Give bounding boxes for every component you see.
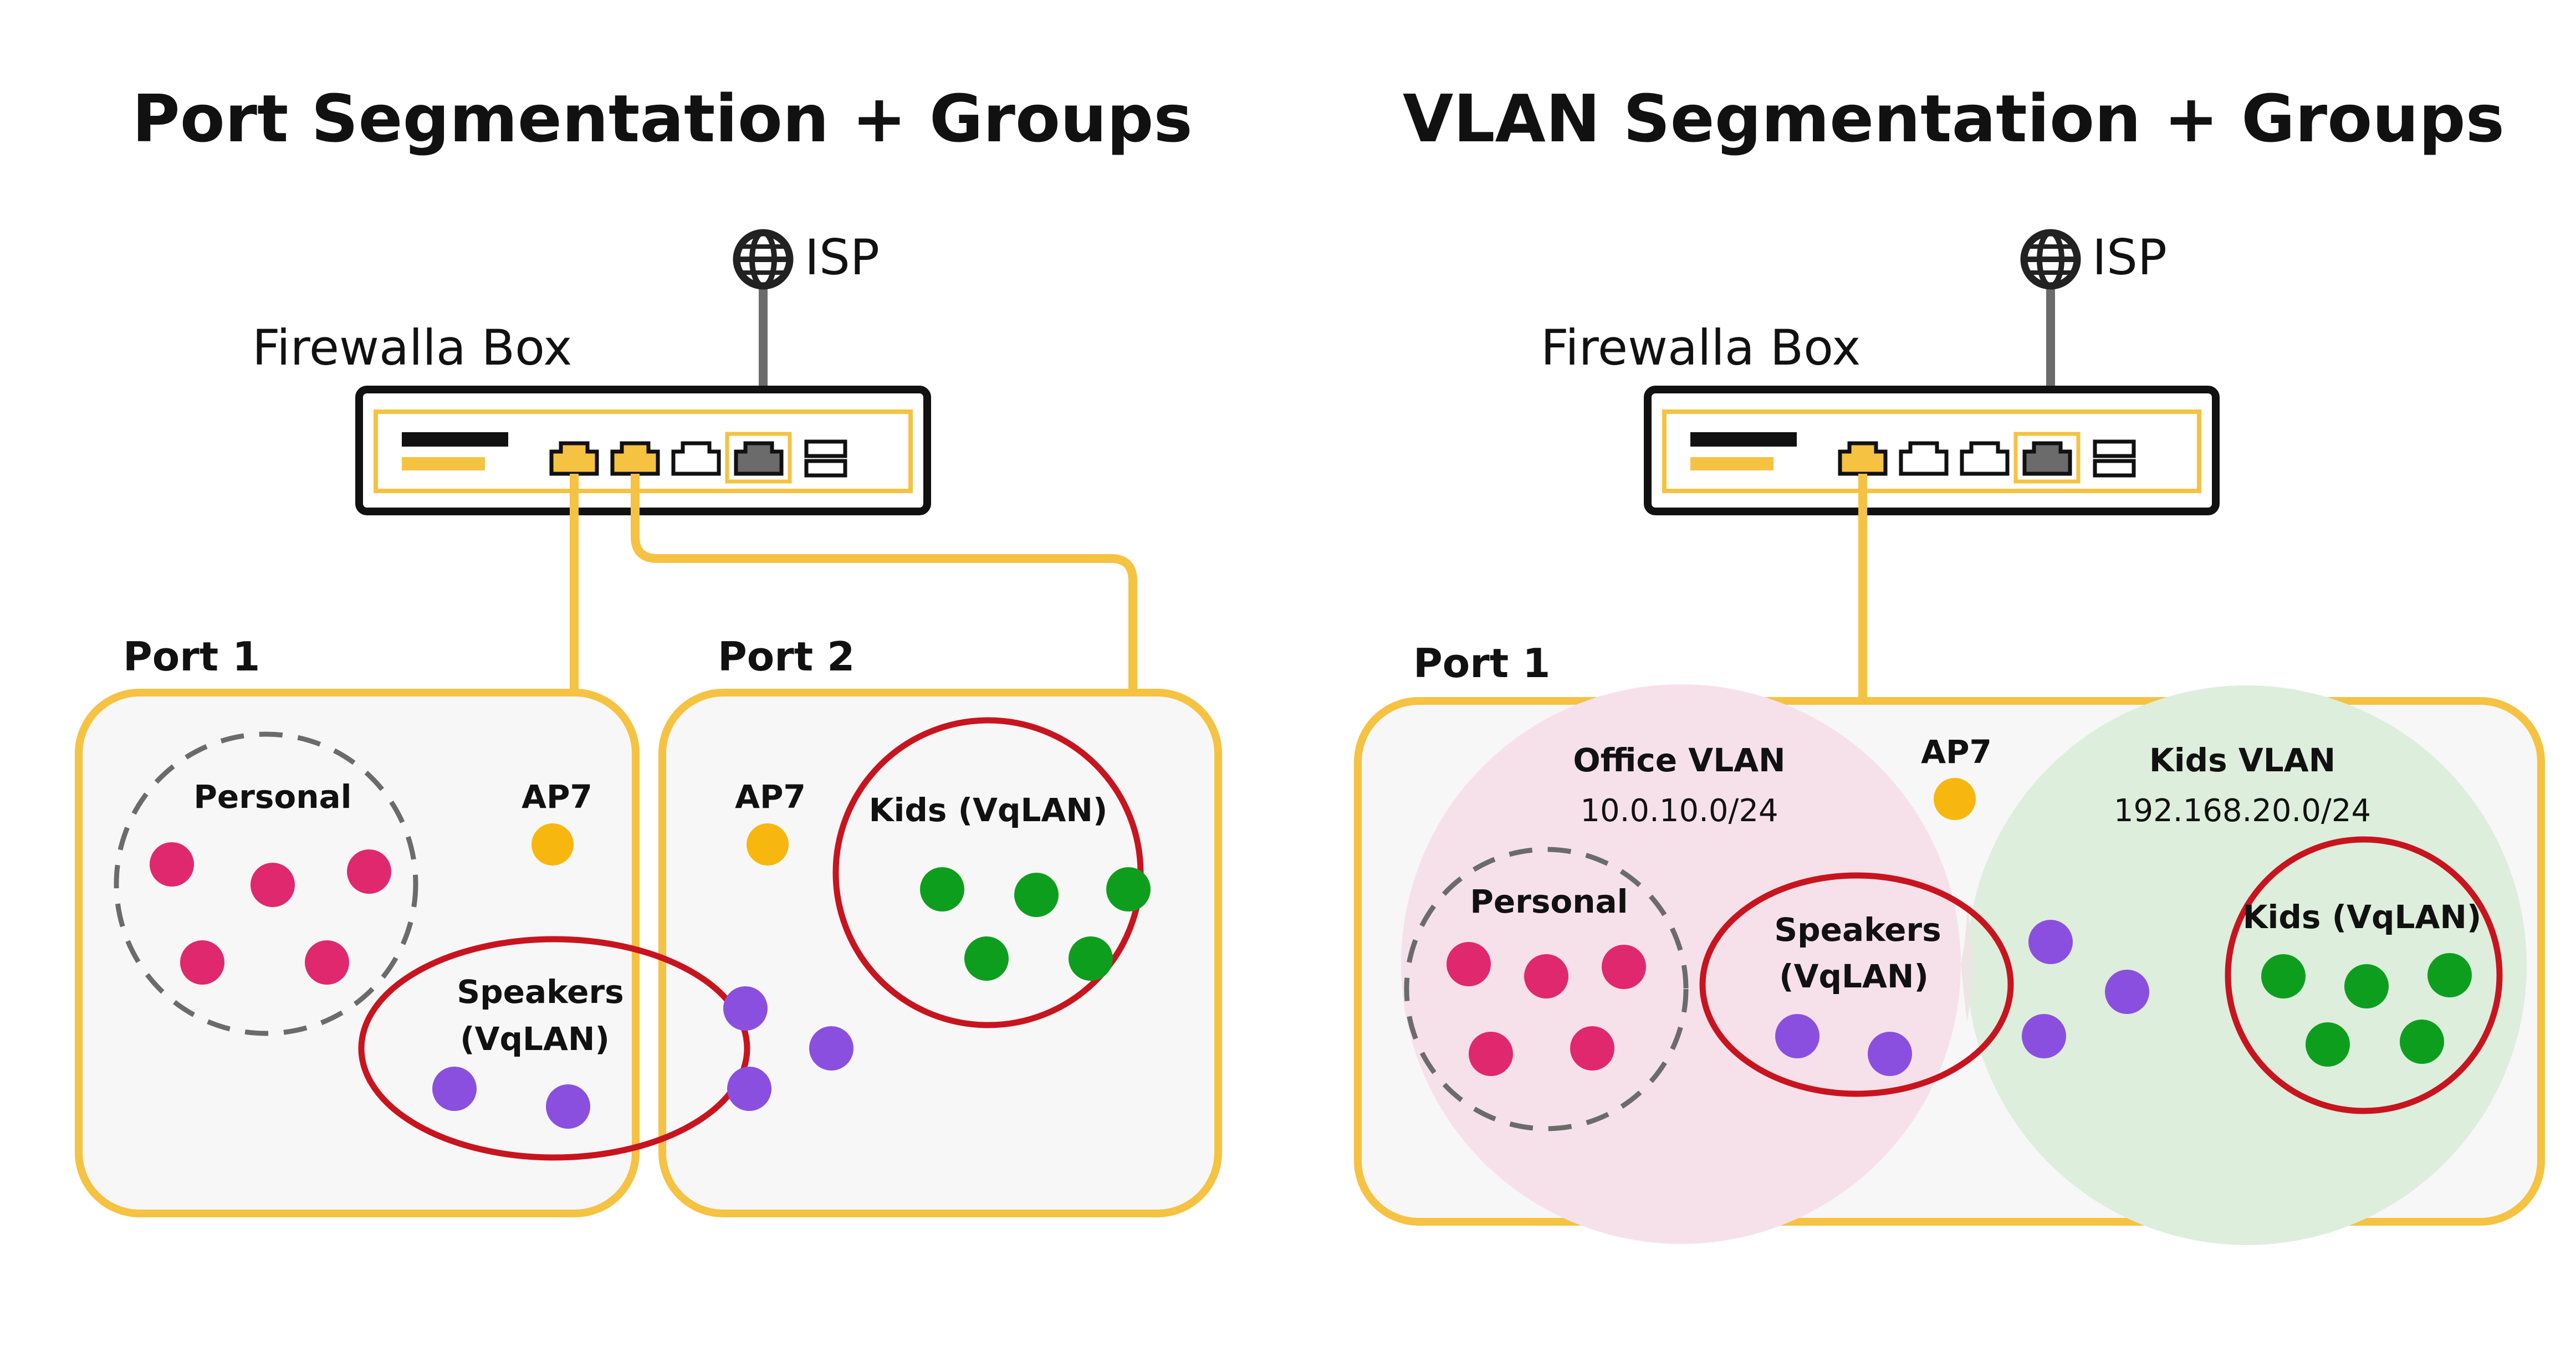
device-dot [1014,873,1059,917]
port2-label: Port 2 [718,633,855,680]
device-dot [1570,1026,1614,1071]
device-dot [2022,1014,2066,1058]
device-dot [1106,867,1151,911]
device-dot [305,940,349,985]
speakers-group [1699,872,2014,1097]
right-title: VLAN Segmentation + Groups [1403,80,2505,157]
firewalla-box [355,386,931,515]
ethernet-port-icon [1838,441,1888,476]
isp-label: ISP [2092,229,2167,286]
device-dot [2427,953,2472,997]
port1-label: Port 1 [123,633,260,680]
firewalla-box [1644,386,2220,515]
device-dot [727,1067,771,1111]
vlan-overlap [1961,908,1973,1022]
firewalla-box-label: Firewalla Box [252,319,572,376]
device-dot [2306,1022,2350,1067]
device-dot [1469,1032,1513,1076]
personal-group [114,731,418,1036]
ap7-label: AP7 [1921,733,1992,771]
device-dot [1602,945,1646,989]
device-dot [2105,970,2149,1014]
speakers-label-sub: (VqLAN) [1779,957,1929,995]
ap-dot [531,823,574,865]
device-dot [2261,954,2306,998]
globe-icon [2020,229,2081,290]
right-diagram: ISP Firewalla Box Port 1 Office V [1354,229,2545,1245]
ap-dot [1934,778,1976,820]
port2-panel [658,689,1222,1217]
kids-vlan-zone [1967,685,2527,1245]
office-vlan-label: Office VLAN [1573,741,1785,779]
device-dot [1069,936,1113,981]
device-dot [1868,1032,1912,1076]
device-dot [251,863,295,907]
personal-label: Personal [193,778,351,816]
ethernet-port-icon [549,441,599,476]
sfp-port-icon [804,439,847,478]
device-dot [180,940,224,985]
left-diagram: ISP Firewalla Box Port 1 Port 2 [75,229,1222,1217]
port1-label: Port 1 [1413,640,1550,687]
device-dot [920,867,964,911]
kids-group [2225,836,2503,1114]
ethernet-port-icon [671,441,721,476]
ap7-label: AP7 [735,778,806,816]
speakers-label: Speakers [457,973,623,1011]
ethernet-port-icon [2022,441,2072,476]
device-dot [1524,954,1568,998]
sfp-port-icon [2093,439,2136,478]
device-dot [2400,1020,2444,1064]
kids-vlan-label: Kids VLAN [2149,741,2335,779]
ethernet-port-icon [734,441,784,476]
kids-label: Kids (VqLAN) [2243,898,2482,936]
office-vlan-subnet: 10.0.10.0/24 [1580,793,1778,829]
status-bar-black [402,432,508,447]
isp-label: ISP [805,229,880,286]
device-dot [964,936,1009,981]
device-dot [2028,920,2073,964]
speakers-label: Speakers [1774,911,1941,949]
personal-label: Personal [1470,883,1628,920]
speakers-label-sub: (VqLAN) [460,1020,610,1058]
device-dot [432,1067,477,1111]
left-title: Port Segmentation + Groups [132,80,1193,157]
globe-icon [733,229,794,290]
ap7-label: AP7 [522,778,592,816]
device-dot [347,849,391,894]
device-dot [723,986,768,1031]
ethernet-port-icon [1899,441,1949,476]
status-bar-black [1690,432,1797,447]
kids-label: Kids (VqLAN) [869,791,1108,829]
kids-vlan-subnet: 192.168.20.0/24 [2114,793,2371,829]
status-bar-yellow [402,457,485,470]
ap-dot [747,823,789,865]
firewalla-box-label: Firewalla Box [1541,319,1861,376]
office-vlan-zone [1401,684,1961,1244]
device-dot [2344,964,2389,1008]
ethernet-port-icon [610,441,660,476]
port1-panel [75,689,640,1217]
status-bar-yellow [1690,457,1773,470]
ethernet-port-icon [1960,441,2010,476]
port2-cable [631,474,1137,690]
device-dot [150,842,194,887]
speakers-group [358,936,750,1161]
device-dot [1775,1014,1819,1058]
personal-group [1404,847,1689,1131]
device-dot [546,1084,590,1129]
device-dot [1447,942,1491,986]
device-dot [809,1026,853,1071]
